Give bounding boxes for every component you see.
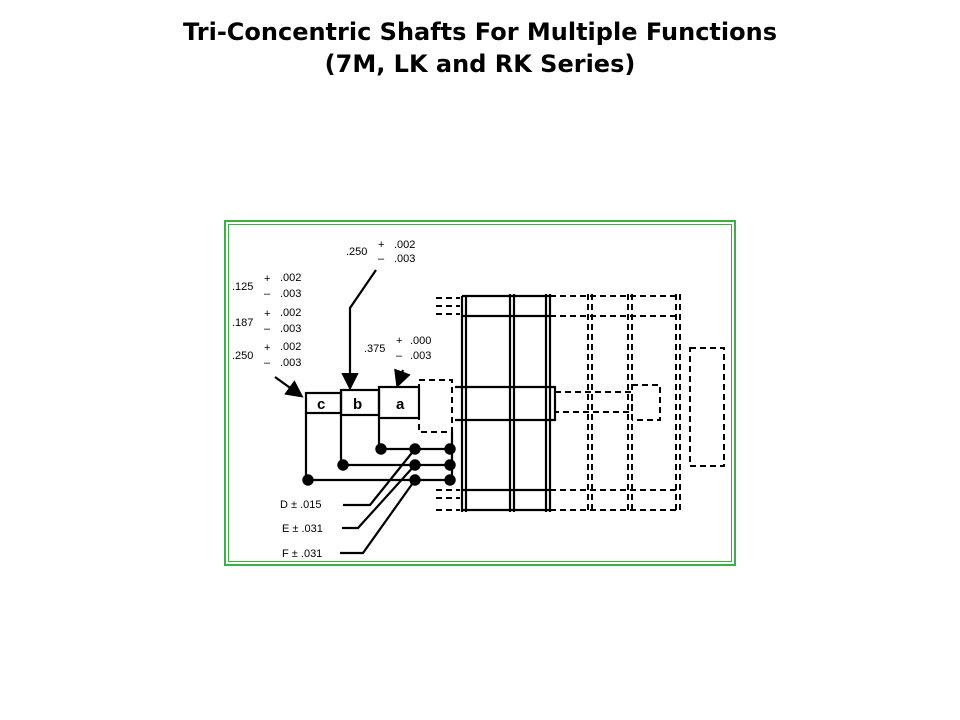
plus: + (264, 308, 270, 320)
extension-lines (304, 413, 454, 485)
minus: – (264, 288, 271, 300)
shafts: c b a (304, 347, 725, 467)
dimensions: D ± .015 E ± .031 F ± .031 (280, 413, 456, 560)
diagram-frame-inner (228, 224, 732, 562)
tolerance: ± .031 (292, 548, 323, 560)
rear-housing-dashed (689, 347, 725, 467)
leader-F (340, 474, 421, 555)
title-line-1: Tri-Concentric Shafts For Multiple Funct… (183, 18, 777, 46)
dashed-plates (436, 294, 681, 512)
bushing-dashed (418, 379, 453, 433)
shaft-label-c: c (317, 396, 325, 413)
minus-tol: .003 (410, 350, 431, 362)
dim-label-D: D ± .015 (280, 499, 322, 511)
minus: – (378, 253, 385, 265)
shaft-end-dashed (632, 384, 661, 421)
minus-tol: .003 (280, 357, 301, 369)
tolerance-125: .125 + – .002 .003 (232, 272, 301, 300)
rails (462, 294, 550, 512)
nominal: .375 (364, 343, 385, 355)
minus: – (264, 357, 271, 369)
plus: + (264, 342, 270, 354)
tolerance: ± .015 (291, 499, 322, 511)
main-shaft (455, 385, 557, 422)
minus-tol: .003 (280, 288, 301, 300)
label: F (282, 548, 289, 560)
nominal: .187 (232, 317, 253, 329)
nominal: .250 (346, 246, 367, 258)
plus-tol: .002 (280, 341, 301, 353)
tolerance: ± .031 (292, 523, 323, 535)
label: D (280, 499, 288, 511)
tolerance-250-b: .250 + – .002 .003 (346, 239, 415, 265)
nominal: .250 (232, 350, 253, 362)
diagram-frame (224, 220, 736, 566)
switch-sections (436, 294, 681, 512)
plus: + (396, 335, 402, 347)
leader-E (342, 459, 421, 530)
tolerance-187: .187 + – .002 .003 (232, 307, 301, 335)
slide-title: Tri-Concentric Shafts For Multiple Funct… (0, 16, 960, 80)
solid-plates (460, 294, 552, 512)
plus: + (264, 273, 270, 285)
shaft-a (377, 385, 421, 420)
minus: – (264, 323, 271, 335)
minus-tol: .003 (394, 253, 415, 265)
minus: – (396, 350, 403, 362)
arrow-a (394, 368, 411, 389)
plus-tol: .002 (280, 272, 301, 284)
plus-tol: .000 (410, 335, 431, 347)
plus: + (378, 239, 384, 251)
tolerance-375: .375 + – .000 .003 (364, 335, 431, 362)
plus-tol: .002 (280, 307, 301, 319)
label: E (282, 523, 289, 535)
arrow-c (274, 376, 304, 398)
plus-tol: .002 (394, 239, 415, 251)
nominal: .125 (232, 281, 253, 293)
shaft-label-b: b (353, 396, 362, 413)
leader-D (343, 443, 421, 507)
shaft-label-a: a (396, 396, 405, 413)
dim-label-E: E ± .031 (282, 523, 323, 535)
tolerance-250-left: .250 + – .002 .003 (232, 341, 301, 369)
arrow-b (341, 269, 377, 391)
dim-label-F: F ± .031 (282, 548, 322, 560)
title-line-2: (7M, LK and RK Series) (324, 50, 636, 78)
minus-tol: .003 (280, 323, 301, 335)
shaft-extension-dashed (555, 391, 633, 413)
